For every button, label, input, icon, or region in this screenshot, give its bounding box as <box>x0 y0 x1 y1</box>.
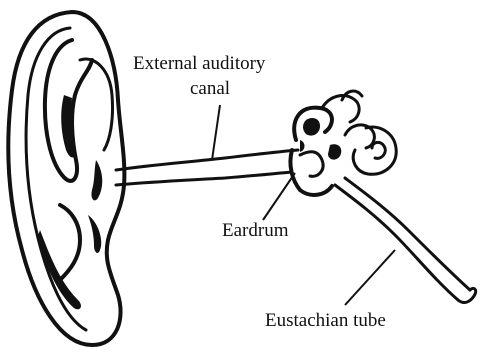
leader-line-eustachian <box>345 250 395 305</box>
leader-line-eardrum <box>263 173 295 220</box>
label-eustachian-tube: Eustachian tube <box>265 310 386 332</box>
eustachian-tube <box>335 178 476 303</box>
label-eardrum: Eardrum <box>222 220 288 242</box>
leader-lines <box>212 105 395 305</box>
leader-line-canal <box>212 105 220 160</box>
label-canal: canal <box>190 78 230 100</box>
middle-inner-ear <box>290 91 396 195</box>
auditory-canal <box>116 150 298 185</box>
label-external-auditory: External auditory <box>133 53 265 75</box>
